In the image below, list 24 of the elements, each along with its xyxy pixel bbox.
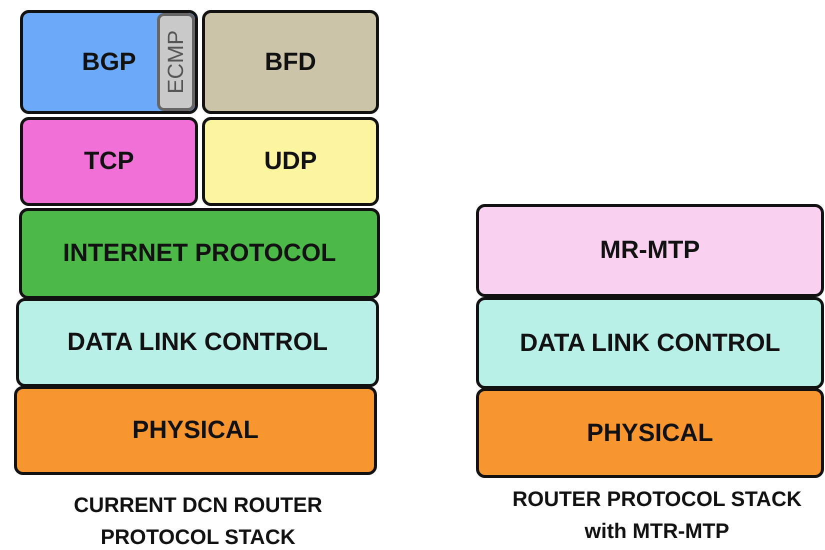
protocol-layer	[20, 10, 198, 114]
layer-name: BFD	[264, 48, 316, 76]
protocol-layer	[20, 117, 198, 206]
layer-name: MR-MTP	[600, 236, 700, 265]
layer-name: INTERNET PROTOCOL	[62, 239, 336, 268]
stack-caption: CURRENT DCN ROUTER PROTOCOL STACK	[72, 493, 324, 550]
layer-name: PHYSICAL	[132, 416, 259, 445]
protocol-layer	[476, 204, 824, 297]
protocol-layer	[476, 297, 824, 389]
protocol-layer	[202, 117, 379, 206]
protocol-layer	[202, 10, 379, 114]
protocol-layer	[476, 388, 824, 478]
layer-name: BGP	[82, 48, 136, 76]
layer-name: DATA LINK CONTROL	[67, 328, 328, 357]
protocol-layer	[157, 13, 195, 111]
protocol-layer	[19, 208, 380, 299]
protocol-layer	[16, 298, 379, 387]
protocol-layer	[14, 386, 377, 475]
layer-name: DATA LINK CONTROL	[520, 328, 780, 358]
layer-name: PHYSICAL	[586, 418, 714, 448]
layer-name: ECMP	[163, 30, 189, 94]
layer-name: TCP	[84, 147, 134, 176]
layer-name: UDP	[264, 147, 317, 176]
stack-caption: ROUTER PROTOCOL STACK with MTR-MTP	[511, 487, 803, 545]
